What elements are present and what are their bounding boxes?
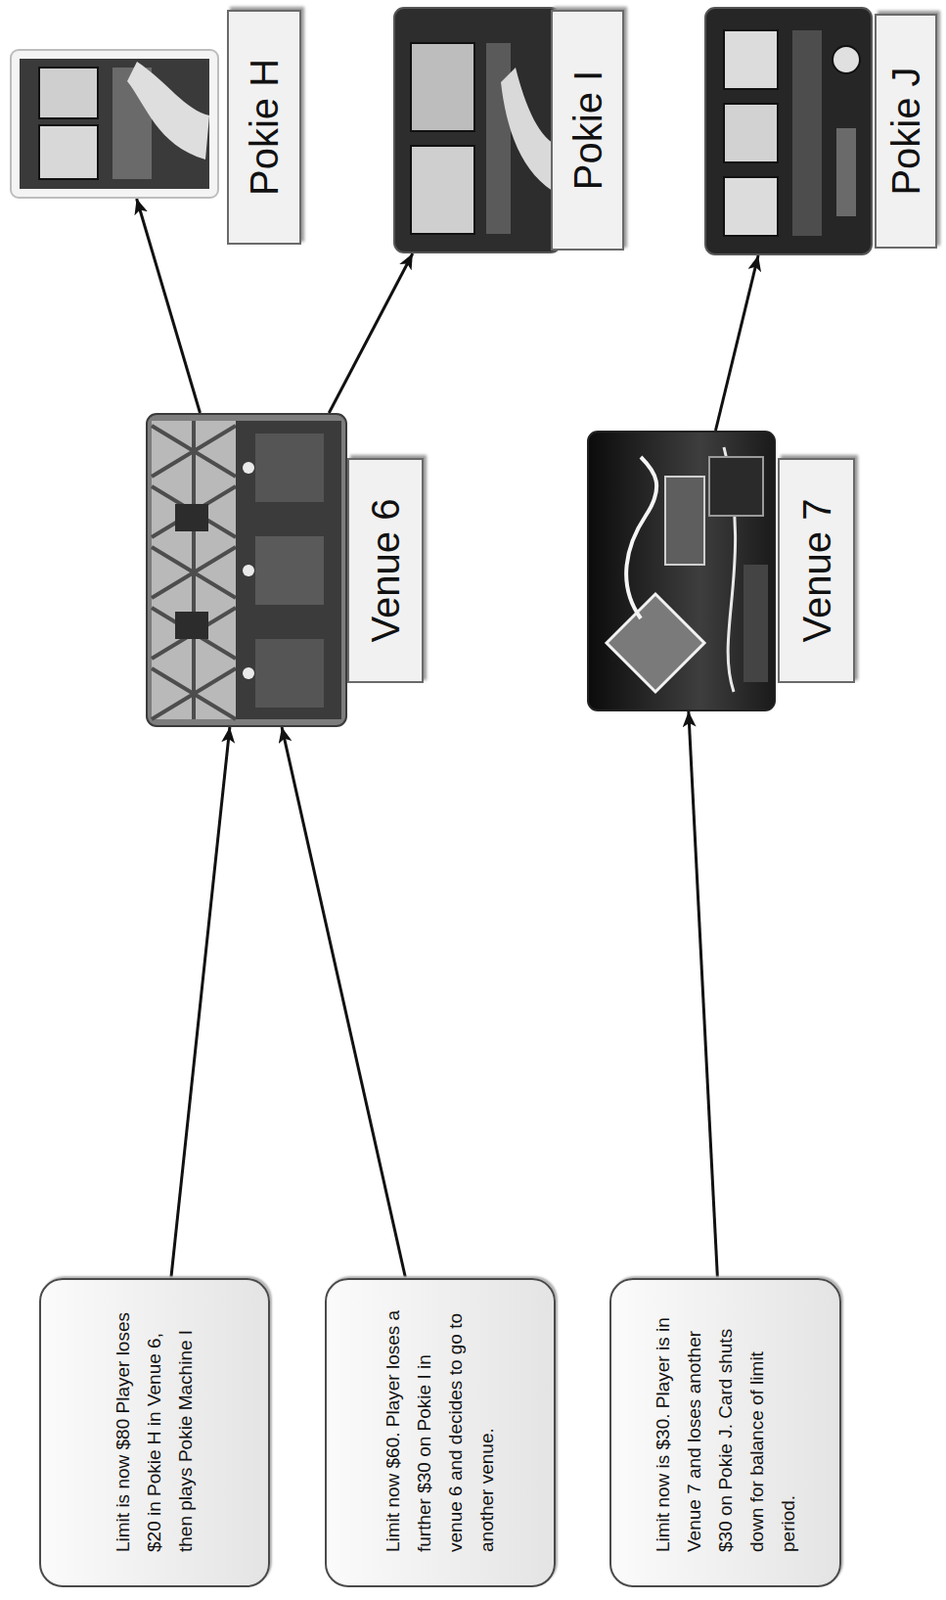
note-box: Limit now $60. Player loses a further $3…	[324, 1277, 556, 1587]
connector-arrow	[136, 198, 201, 413]
pokie-photo	[704, 6, 873, 256]
note-text: Limit is now $80 Player loses $20 in Pok…	[107, 1308, 202, 1552]
venue-label-box: Venue 6	[347, 457, 424, 683]
pokie-photo	[9, 48, 220, 199]
note-text: Limit now $60. Player loses a further $3…	[377, 1308, 503, 1552]
note-box: Limit is now $80 Player loses $20 in Pok…	[39, 1277, 271, 1587]
pokie-node: Pokie I	[393, 6, 625, 254]
pokie-photo	[393, 6, 562, 254]
pokie-label-box: Pokie H	[226, 9, 302, 245]
connector-arrow	[171, 726, 230, 1278]
pokie-node: Pokie J	[704, 6, 938, 256]
venue-photo	[145, 412, 348, 727]
venue-node: Venue 7	[586, 430, 856, 712]
venue-label-box: Venue 7	[777, 457, 856, 683]
note-box: Limit now is $30. Player is in Venue 7 a…	[609, 1277, 842, 1587]
note-text: Limit now is $30. Player is in Venue 7 a…	[647, 1308, 805, 1552]
pokie-label-box: Pokie I	[550, 9, 625, 251]
pokie-label: Pokie J	[883, 66, 929, 195]
pokie-label-box: Pokie J	[874, 13, 938, 249]
pokie-label: Pokie H	[241, 58, 287, 196]
pokie-node: Pokie H	[9, 9, 302, 245]
connector-arrow	[328, 253, 413, 413]
venue-node: Venue 6	[145, 412, 424, 727]
connector-arrow	[688, 711, 719, 1278]
pokie-label: Pokie I	[565, 70, 611, 190]
venue-label: Venue 6	[362, 498, 408, 643]
connector-arrow	[281, 726, 406, 1278]
venue-photo	[586, 430, 776, 712]
venue-label: Venue 7	[794, 498, 840, 643]
connector-arrow	[715, 255, 759, 431]
